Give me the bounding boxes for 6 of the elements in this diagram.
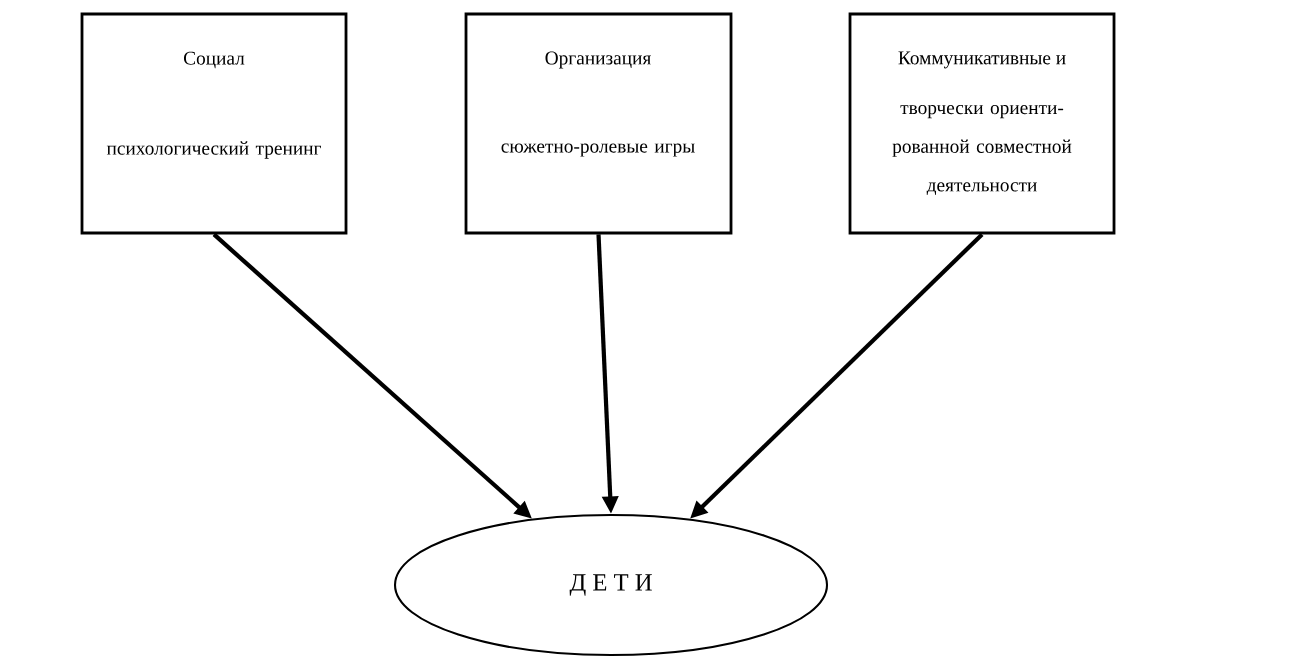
- box-text: сюжетно-ролевые игры: [501, 143, 695, 157]
- box-text: Коммуникативные и: [898, 51, 1066, 69]
- box-text: Социал: [184, 51, 245, 69]
- box-text: творчески ориенти- рованной совместной деятельности: [892, 104, 1072, 196]
- box-text: психологический тренинг: [106, 141, 321, 159]
- box-text: Организация: [545, 51, 651, 69]
